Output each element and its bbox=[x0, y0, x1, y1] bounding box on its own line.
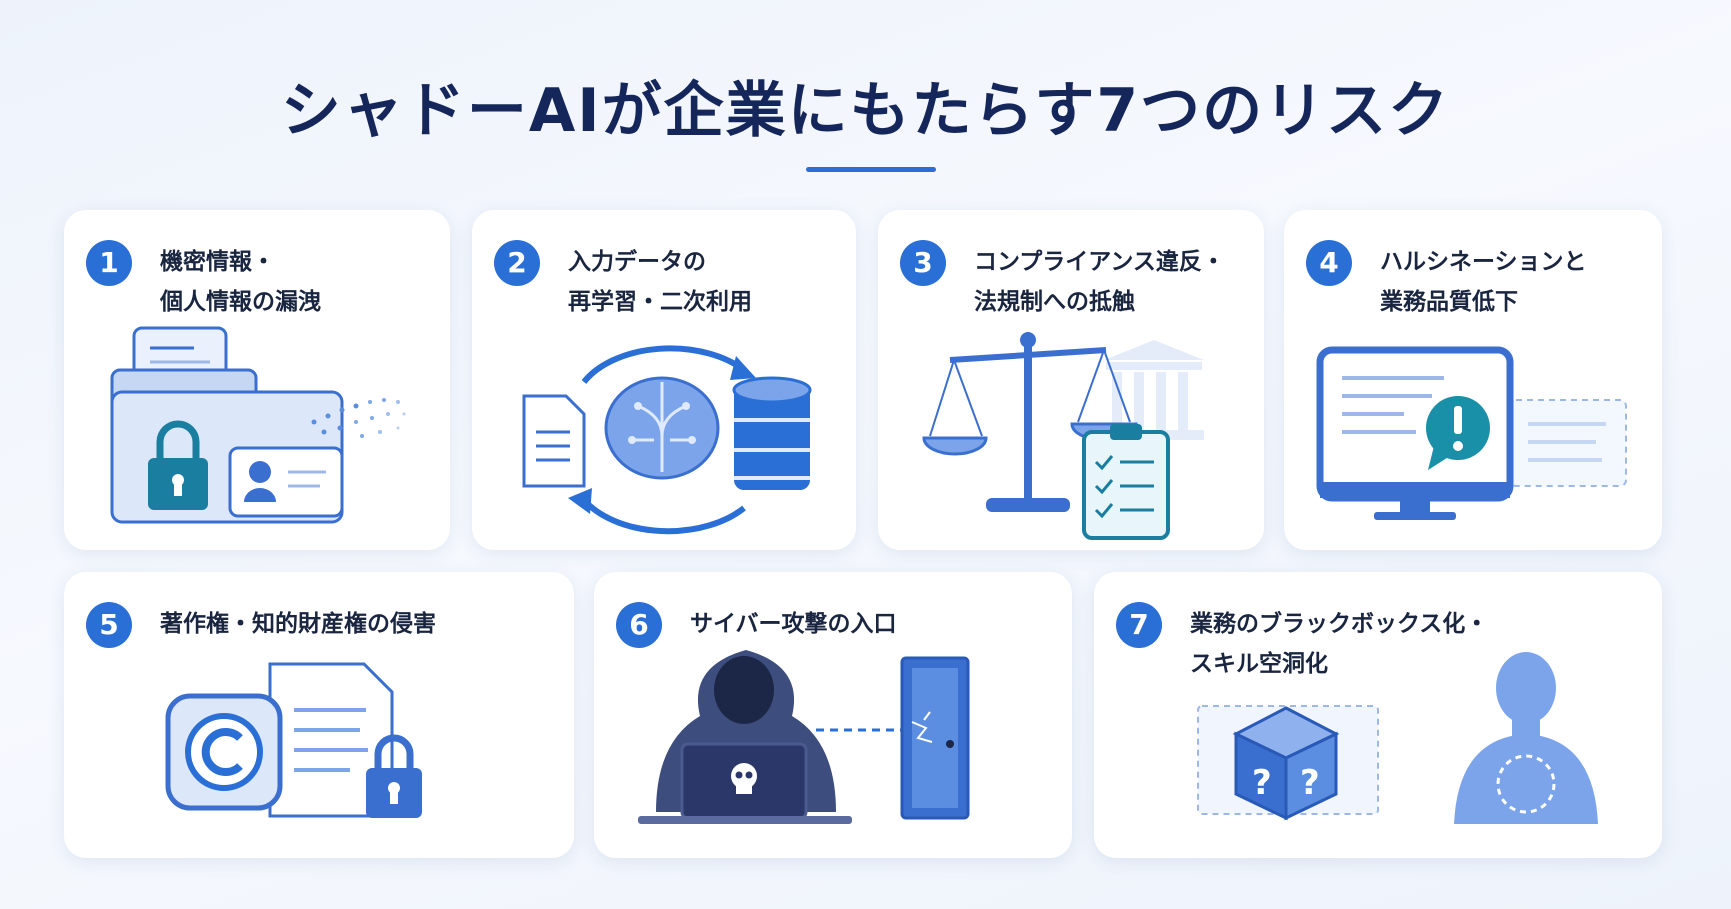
ai-retraining-icon bbox=[522, 345, 812, 535]
risk-number-badge: 5 bbox=[86, 602, 132, 648]
risk-number-badge: 6 bbox=[616, 602, 662, 648]
risk-number-badge: 4 bbox=[1306, 240, 1352, 286]
risk-label: 入力データの再学習・二次利用 bbox=[568, 249, 752, 315]
risk-card-3: 3 コンプライアンス違反・法規制への抵触 bbox=[878, 210, 1264, 550]
hallucination-monitor-icon bbox=[1316, 346, 1627, 520]
black-box-icon: ? ? bbox=[1197, 652, 1598, 824]
risk-card-6: 6 サイバー攻撃の入口 bbox=[594, 572, 1072, 858]
confidential-data-leak-icon bbox=[110, 326, 406, 524]
hacker-icon bbox=[638, 650, 970, 824]
page-title: シャドーAIが企業にもたらす7つのリスク bbox=[280, 76, 1451, 146]
risk-label: コンプライアンス違反・法規制への抵触 bbox=[974, 249, 1225, 315]
risk-card-4: 4 ハルシネーションと業務品質低下 bbox=[1284, 210, 1662, 550]
risk-number-badge: 3 bbox=[900, 240, 946, 286]
risk-label: サイバー攻撃の入口 bbox=[690, 611, 897, 637]
compliance-scale-icon bbox=[922, 332, 1204, 540]
risk-label: 著作権・知的財産権の侵害 bbox=[160, 611, 436, 637]
risk-label: ハルシネーションと業務品質低下 bbox=[1380, 249, 1587, 315]
risk-label: 業務のブラックボックス化・スキル空洞化 bbox=[1190, 611, 1489, 677]
risk-card-2: 2 入力データの再学習・二次利用 bbox=[472, 210, 856, 550]
risk-number-badge: 1 bbox=[86, 240, 132, 286]
risk-number-badge: 7 bbox=[1116, 602, 1162, 648]
risk-card-7: 7 業務のブラックボックス化・スキル空洞化 ? ? bbox=[1094, 572, 1662, 858]
svg-text:?: ? bbox=[1300, 763, 1320, 803]
risk-card-1: 1 機密情報・個人情報の漏洩 bbox=[64, 210, 450, 550]
copyright-icon bbox=[165, 662, 422, 818]
risk-number-badge: 2 bbox=[494, 240, 540, 286]
svg-text:?: ? bbox=[1252, 763, 1272, 803]
risk-card-5: 5 著作権・知的財産権の侵害 bbox=[64, 572, 574, 858]
title-underline bbox=[806, 167, 936, 172]
risk-label: 機密情報・個人情報の漏洩 bbox=[160, 249, 321, 315]
